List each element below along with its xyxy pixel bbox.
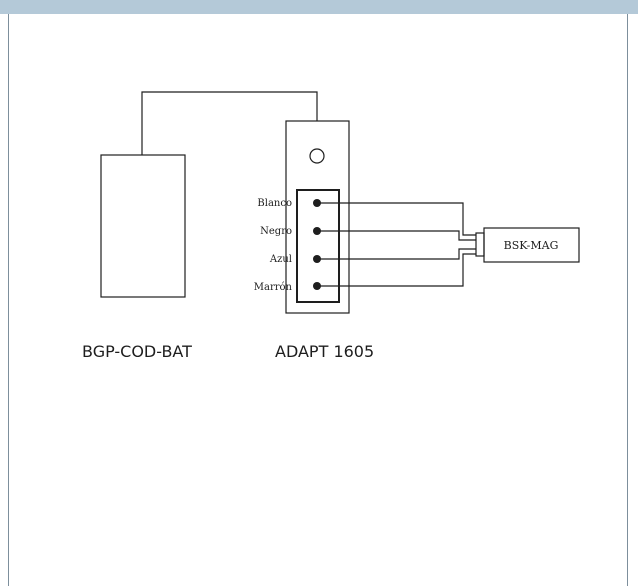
wire-label-azul: Azul [269,254,292,265]
wire-marron [317,253,476,287]
battery-module [100,154,186,298]
left-margin-rule [8,14,9,586]
battery-adapter-cable [141,91,318,155]
adapter-module [285,120,350,314]
magnet-module [483,227,580,263]
wire-blanco [317,202,476,236]
battery-caption: BGP-COD-BAT [82,342,192,361]
wire-azul [317,248,476,260]
adapter-led-indicator [309,148,325,164]
wire-label-marron: Marrón [254,282,293,293]
wire-label-blanco: Blanco [257,198,292,209]
magnet-label: BSK-MAG [504,239,559,252]
header-band [0,0,638,14]
right-margin-rule [627,14,628,586]
wire-negro [317,230,476,241]
terminal-block [296,189,340,303]
adapter-caption: ADAPT 1605 [275,342,374,361]
wire-label-negro: Negro [260,226,292,237]
magnet-connector-plug [475,232,485,257]
